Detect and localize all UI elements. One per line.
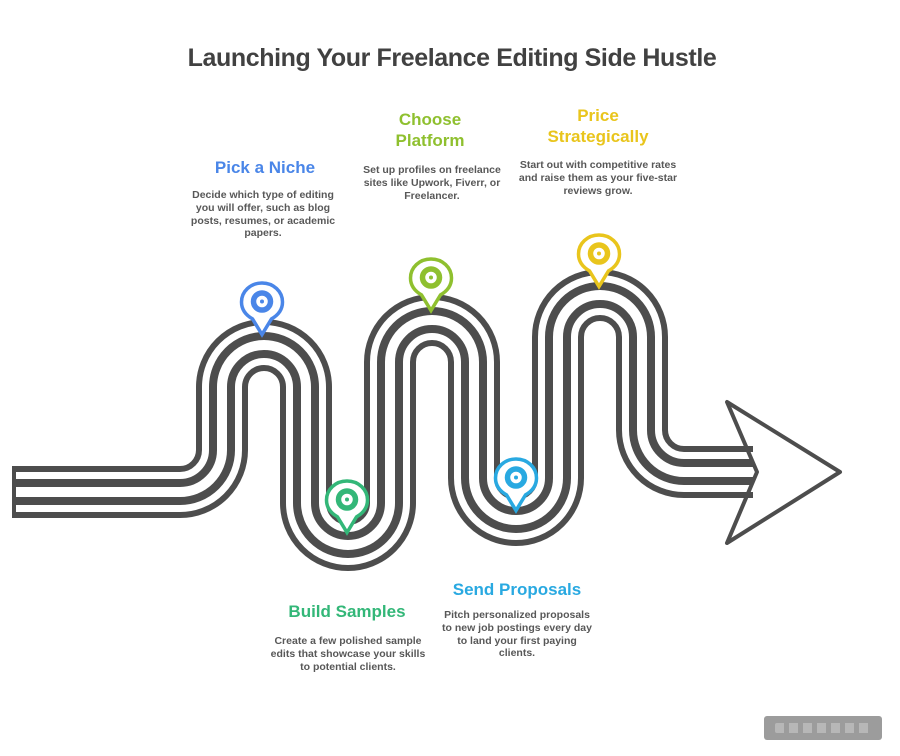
road-path [12,295,753,545]
step-description-send-proposals: Pitch personalized proposals to new job … [442,609,592,660]
step-description-choose-platform: Set up profiles on freelance sites like … [363,164,501,202]
step-label-send-proposals: Send Proposals [452,580,582,599]
step-label-choose-platform: Choose Platform [395,110,465,151]
step-description-build-samples: Create a few polished sample edits that … [270,635,426,673]
step-label-build-samples: Build Samples [288,602,406,621]
watermark-wordmark [775,723,871,733]
step-description-pick-a-niche: Decide which type of editing you will of… [190,189,336,240]
step-label-price-strategically: Price Strategically [547,106,649,147]
arrow-right-icon [725,400,842,545]
step-description-price-strategically: Start out with competitive rates and rai… [518,159,678,197]
page-title: Launching Your Freelance Editing Side Hu… [187,44,717,72]
watermark-logo [764,716,882,740]
step-label-pick-a-niche: Pick a Niche [214,158,316,177]
